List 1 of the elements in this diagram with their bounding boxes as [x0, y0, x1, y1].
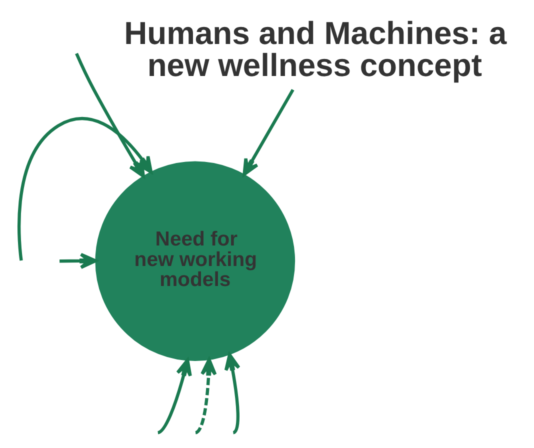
node-text: Humans and Machines: a new wellness concept	[124, 15, 507, 83]
